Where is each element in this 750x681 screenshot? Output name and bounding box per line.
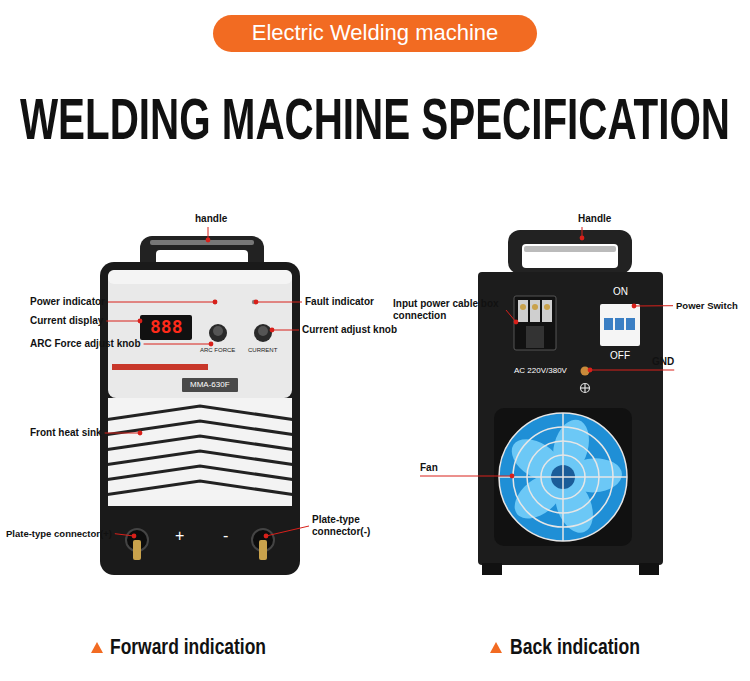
view-caption: Back indication [510, 634, 640, 660]
panel-marking: ON [613, 286, 628, 298]
part-label: Plate-type connector(-) [312, 514, 376, 538]
leader-dot [510, 474, 515, 479]
part-label: Handle [578, 213, 611, 225]
page-title: WELDING MACHINE SPECIFICATION [20, 90, 730, 148]
pill-text: Electric Welding machine [252, 20, 499, 46]
panel-marking: CURRENT [248, 347, 277, 354]
panel-marking: OFF [610, 350, 630, 362]
part-label: handle [195, 213, 227, 225]
leader-dot [514, 320, 519, 325]
leader-dot [138, 431, 143, 436]
leader-dot [138, 319, 143, 324]
leader-line [634, 305, 673, 306]
part-label: Input power cable box connection [393, 298, 503, 322]
part-label: ARC Force adjust knob [30, 338, 141, 350]
view-caption: Forward indication [110, 634, 266, 660]
leader-dot [580, 236, 585, 241]
leader-line [272, 330, 299, 331]
part-label: GND [652, 356, 674, 368]
leader-line [144, 344, 211, 345]
leader-dot [270, 328, 275, 333]
panel-marking: 888 [150, 316, 183, 338]
leader-dot [132, 534, 137, 539]
part-label: Front heat sink [30, 427, 102, 439]
part-label: Power indicator [30, 296, 105, 308]
panel-marking: AC 220V/380V [514, 366, 567, 376]
leader-dot [588, 368, 593, 373]
leader-line [106, 321, 140, 322]
leader-line [115, 534, 134, 536]
leader-dot [264, 534, 269, 539]
leader-line [108, 302, 215, 303]
title-pill: Electric Welding machine [213, 15, 537, 52]
panel-marking: + [175, 526, 184, 545]
leader-dot [206, 238, 211, 243]
part-label: Plate-type connector(+) [6, 528, 112, 539]
panel-marking: ARC FORCE [200, 347, 235, 354]
leader-dot [632, 304, 637, 309]
panel-marking: MMA-630F [190, 380, 230, 390]
part-label: Current adjust knob [302, 324, 397, 336]
part-label: Current display [30, 315, 103, 327]
leader-dot [209, 342, 214, 347]
leader-line [590, 370, 674, 371]
leader-line [266, 526, 309, 536]
leader-line [256, 302, 302, 303]
panel-marking: - [223, 526, 228, 545]
part-label: Fault indicator [305, 296, 374, 308]
part-label: Power Switch [676, 300, 738, 311]
leader-dot [254, 300, 259, 305]
part-label: Fan [420, 462, 438, 474]
leader-dot [213, 300, 218, 305]
leader-line [420, 476, 512, 477]
leader-line [105, 433, 140, 434]
